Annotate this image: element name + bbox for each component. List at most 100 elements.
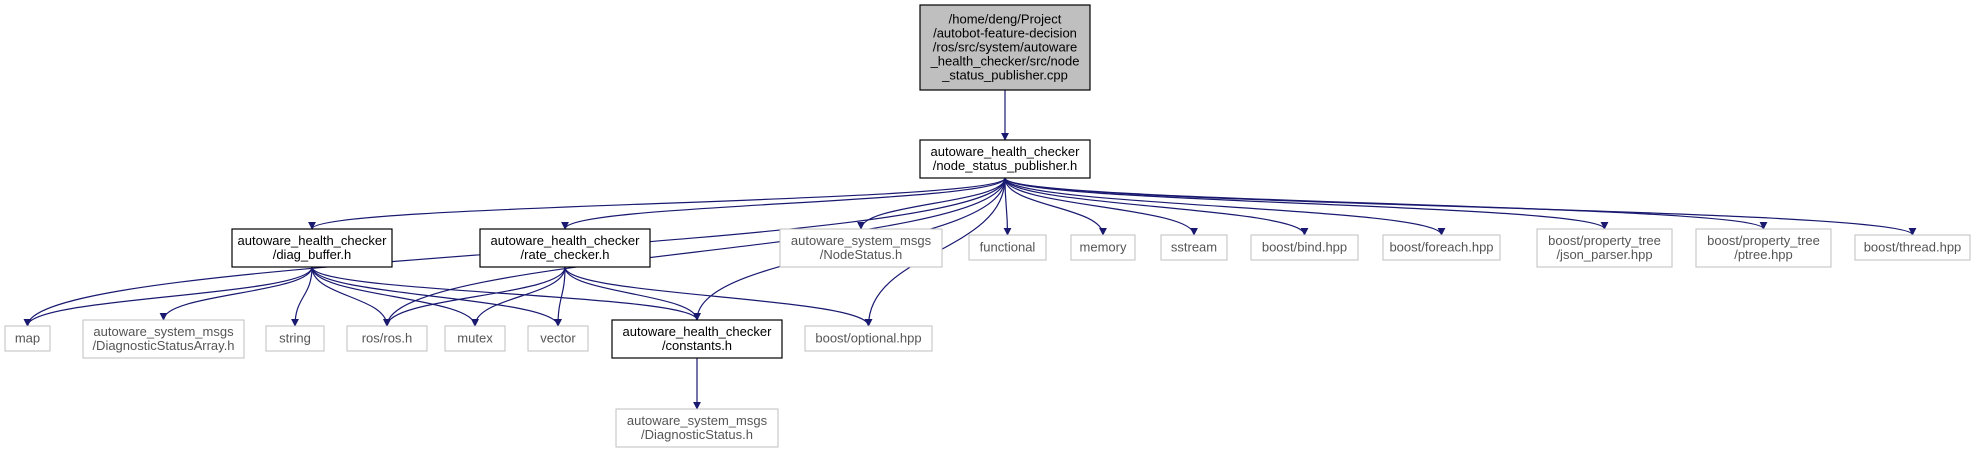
node-label-line: /ptree.hpp (1734, 247, 1793, 262)
node-box (779, 228, 943, 268)
edge-rate-to-optional (564, 266, 873, 327)
node-label-line: ros/ros.h (362, 331, 413, 346)
node-label-line: map (15, 331, 40, 346)
node-box (615, 408, 779, 448)
node-constants[interactable]: autoware_health_checker/constants.h (611, 319, 783, 359)
node-label-line: /ros/src/system/autoware (933, 40, 1078, 55)
node-ds[interactable]: autoware_system_msgs/DiagnosticStatus.h (615, 408, 779, 448)
node-label-line: /autobot-feature-decision (933, 26, 1077, 41)
edge-nsp-to-thread (1004, 177, 1917, 236)
node-label-line: /constants.h (662, 338, 732, 353)
node-optional[interactable]: boost/optional.hpp (804, 325, 933, 352)
node-ptree[interactable]: boost/property_tree/ptree.hpp (1695, 228, 1832, 268)
node-label-line: /DiagnosticStatus.h (641, 427, 753, 442)
node-ros[interactable]: ros/ros.h (346, 325, 428, 352)
node-box (1382, 234, 1501, 261)
node-label-line: sstream (1171, 240, 1217, 255)
edge-rate-to-mutex (471, 266, 566, 327)
node-label-line: autoware_health_checker (238, 233, 388, 248)
edge-nsp-to-bind (1004, 177, 1309, 236)
nodes-layer: /home/deng/Project/autobot-feature-decis… (4, 4, 1971, 448)
node-label-line: memory (1080, 240, 1127, 255)
edge-diag-to-map (23, 266, 313, 327)
node-diag[interactable]: autoware_health_checker/diag_buffer.h (231, 228, 393, 268)
edge-diag-to-vector (311, 266, 562, 327)
node-nodestatus[interactable]: autoware_system_msgs/NodeStatus.h (779, 228, 943, 268)
node-label-line: autoware_health_checker (623, 324, 773, 339)
edge-diag-to-ros (311, 266, 391, 327)
node-sstream[interactable]: sstream (1160, 234, 1228, 261)
edge-rate-to-ros (383, 266, 566, 327)
node-label-line: _status_publisher.cpp (941, 68, 1068, 83)
node-box (919, 4, 1091, 91)
edge-diag-to-dsa (159, 266, 313, 321)
node-mutex[interactable]: mutex (444, 325, 506, 352)
node-thread[interactable]: boost/thread.hpp (1854, 234, 1971, 261)
node-label-line: autoware_health_checker (931, 144, 1081, 159)
edge-nsp-to-json (1004, 177, 1609, 230)
node-label-line: boost/property_tree (1548, 233, 1661, 248)
node-root[interactable]: /home/deng/Project/autobot-feature-decis… (919, 4, 1091, 91)
node-label-line: /diag_buffer.h (273, 247, 352, 262)
node-bind[interactable]: boost/bind.hpp (1250, 234, 1359, 261)
node-label-line: _health_checker/src/node (930, 54, 1080, 69)
node-dsa[interactable]: autoware_system_msgs/DiagnosticStatusArr… (82, 319, 245, 359)
node-box (1854, 234, 1971, 261)
node-label-line: boost/foreach.hpp (1389, 240, 1493, 255)
node-label-line: functional (980, 240, 1036, 255)
node-label-line: /rate_checker.h (521, 247, 610, 262)
node-label-line: mutex (457, 331, 493, 346)
node-label-line: string (279, 331, 311, 346)
node-rate[interactable]: autoware_health_checker/rate_checker.h (479, 228, 651, 268)
node-label-line: boost/property_tree (1707, 233, 1820, 248)
edge-rate-to-constants (564, 266, 701, 321)
node-box (4, 325, 51, 352)
node-string[interactable]: string (265, 325, 325, 352)
node-box (611, 319, 783, 359)
edge-nsp-to-diag (308, 177, 1006, 230)
node-box (82, 319, 245, 359)
node-memory[interactable]: memory (1070, 234, 1136, 261)
edge-nsp-to-functional (1003, 177, 1012, 236)
node-label-line: /home/deng/Project (949, 12, 1062, 27)
edge-rate-to-vector (554, 266, 566, 327)
node-box (231, 228, 393, 268)
node-box (479, 228, 651, 268)
node-label-line: autoware_system_msgs (627, 413, 768, 428)
node-box (444, 325, 506, 352)
node-box (346, 325, 428, 352)
node-box (1536, 228, 1673, 268)
node-box (1695, 228, 1832, 268)
node-box (1070, 234, 1136, 261)
node-nsp[interactable]: autoware_health_checker/node_status_publ… (919, 139, 1091, 179)
node-label-line: boost/thread.hpp (1864, 240, 1962, 255)
edge-nsp-to-rate (561, 177, 1006, 230)
node-foreach[interactable]: boost/foreach.hpp (1382, 234, 1501, 261)
node-label-line: autoware_system_msgs (791, 233, 932, 248)
edge-diag-to-mutex (311, 266, 479, 327)
node-label-line: boost/optional.hpp (815, 331, 921, 346)
node-label-line: autoware_health_checker (491, 233, 641, 248)
node-label-line: vector (540, 331, 576, 346)
node-box (804, 325, 933, 352)
node-box (527, 325, 589, 352)
node-box (1250, 234, 1359, 261)
edge-nsp-to-foreach (1004, 177, 1446, 236)
edge-diag-to-string (291, 266, 313, 327)
node-label-line: autoware_system_msgs (93, 324, 234, 339)
node-box (919, 139, 1091, 179)
edge-nsp-to-ros (383, 177, 1006, 327)
edge-nsp-to-sstream (1004, 177, 1198, 236)
node-box (1160, 234, 1228, 261)
edge-nsp-to-nodestatus (857, 177, 1006, 230)
node-label-line: /DiagnosticStatusArray.h (92, 338, 234, 353)
node-json[interactable]: boost/property_tree/json_parser.hpp (1536, 228, 1673, 268)
node-box (968, 234, 1047, 261)
node-functional[interactable]: functional (968, 234, 1047, 261)
edge-diag-to-constants (311, 266, 701, 321)
node-vector[interactable]: vector (527, 325, 589, 352)
node-box (265, 325, 325, 352)
node-map[interactable]: map (4, 325, 51, 352)
node-label-line: /json_parser.hpp (1556, 247, 1652, 262)
